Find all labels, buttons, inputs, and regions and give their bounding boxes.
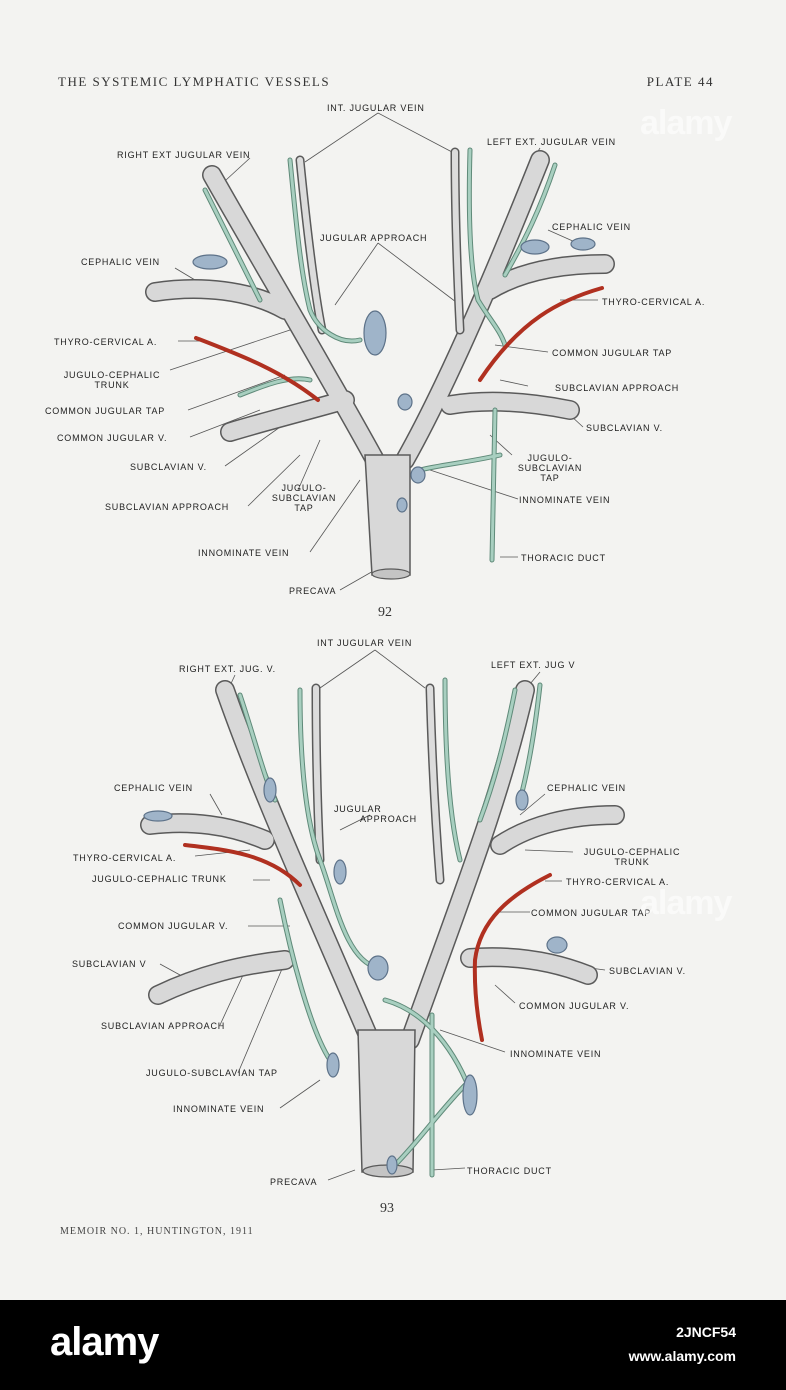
- label-jugular-approach: JUGULAR APPROACH: [320, 233, 428, 243]
- stock-logo[interactable]: alamy: [50, 1320, 159, 1364]
- label-cephalic-vein-right: CEPHALIC VEIN: [552, 222, 631, 232]
- label-jugular-approach: JUGULAR APPROACH: [334, 804, 417, 824]
- label-thoracic-duct: THORACIC DUCT: [521, 553, 606, 563]
- figure-93-drawing: [140, 649, 625, 1181]
- label-line: APPROACH: [360, 814, 417, 824]
- label-common-jugular-tap-left: COMMON JUGULAR TAP: [45, 406, 166, 416]
- label-cephalic-vein-left: CEPHALIC VEIN: [81, 257, 160, 267]
- label-thyro-cervical-right: THYRO-CERVICAL A.: [602, 297, 706, 307]
- label-subclavian-approach-left: SUBCLAVIAN APPROACH: [105, 502, 230, 512]
- label-line: JUGULO-CEPHALIC: [63, 370, 161, 380]
- label-innominate-vein-right: INNOMINATE VEIN: [519, 495, 611, 505]
- label-jugulo-subclavian-tap-left: JUGULO- SUBCLAVIAN TAP: [266, 483, 342, 513]
- label-thyro-cervical-left: THYRO-CERVICAL A.: [54, 337, 158, 347]
- label-subclavian-v-right: SUBCLAVIAN V.: [586, 423, 663, 433]
- label-innominate-vein-left: INNOMINATE VEIN: [198, 548, 290, 558]
- label-jugulo-cephalic-trunk-left: JUGULO-CEPHALIC TRUNK: [92, 874, 227, 884]
- label-thyro-cervical-left: THYRO-CERVICAL A.: [73, 853, 177, 863]
- label-cephalic-vein-left: CEPHALIC VEIN: [114, 783, 193, 793]
- label-subclavian-v-left: SUBCLAVIAN V.: [130, 462, 207, 472]
- label-jugulo-cephalic-trunk-right: JUGULO-CEPHALIC TRUNK: [576, 847, 688, 867]
- watermark: alamy: [640, 104, 732, 142]
- footer-citation: MEMOIR NO. 1, HUNTINGTON, 1911: [60, 1226, 254, 1237]
- label-line: SUBCLAVIAN: [271, 493, 337, 503]
- figure-number-93: 93: [380, 1201, 394, 1216]
- figure-number-92: 92: [378, 605, 392, 620]
- label-common-jugular-tap-right: COMMON JUGULAR TAP: [552, 348, 673, 358]
- plate-page: THE SYSTEMIC LYMPHATIC VESSELS PLATE 44: [0, 0, 786, 1300]
- label-line: TRUNK: [614, 857, 650, 867]
- label-line: SUBCLAVIAN: [517, 463, 583, 473]
- label-line: TAP: [294, 503, 314, 513]
- label-jugulo-subclavian-tap: JUGULO-SUBCLAVIAN TAP: [146, 1068, 278, 1078]
- label-common-jugular-v: COMMON JUGULAR V.: [57, 433, 168, 443]
- label-jugulo-cephalic-trunk: JUGULO-CEPHALIC TRUNK: [56, 370, 168, 390]
- label-common-jugular-v-left: COMMON JUGULAR V.: [118, 921, 229, 931]
- label-innominate-vein-left: INNOMINATE VEIN: [173, 1104, 265, 1114]
- running-title: THE SYSTEMIC LYMPHATIC VESSELS: [58, 74, 331, 89]
- label-thoracic-duct: THORACIC DUCT: [467, 1166, 552, 1176]
- label-int-jugular-vein: INT JUGULAR VEIN: [317, 638, 413, 648]
- stock-photo-bar: alamy 2JNCF54 www.alamy.com: [0, 1300, 786, 1390]
- label-line: JUGULAR: [334, 804, 382, 814]
- image-id: 2JNCF54: [676, 1324, 736, 1340]
- label-line: TAP: [540, 473, 560, 483]
- label-precava: PRECAVA: [270, 1177, 318, 1187]
- plate-number: PLATE 44: [646, 74, 714, 89]
- label-thyro-cervical-right: THYRO-CERVICAL A.: [566, 877, 670, 887]
- label-subclavian-v-left: SUBCLAVIAN V: [72, 959, 147, 969]
- label-subclavian-approach: SUBCLAVIAN APPROACH: [101, 1021, 226, 1031]
- label-line: TRUNK: [94, 380, 130, 390]
- label-left-ext-jug-v: LEFT EXT. JUG V: [491, 660, 576, 670]
- stock-url[interactable]: www.alamy.com: [628, 1348, 736, 1364]
- label-right-ext-jugular-vein: RIGHT EXT JUGULAR VEIN: [117, 150, 251, 160]
- label-int-jugular-vein: INT. JUGULAR VEIN: [327, 103, 425, 113]
- label-subclavian-v-right: SUBCLAVIAN V.: [609, 966, 686, 976]
- anatomical-illustration: [140, 112, 625, 1181]
- label-subclavian-approach-right: SUBCLAVIAN APPROACH: [555, 383, 680, 393]
- label-right-ext-jug-v: RIGHT EXT. JUG. V.: [179, 664, 276, 674]
- label-precava: PRECAVA: [289, 586, 337, 596]
- label-common-jugular-tap: COMMON JUGULAR TAP: [531, 908, 652, 918]
- label-line: JUGULO-: [527, 453, 573, 463]
- label-innominate-vein-right: INNOMINATE VEIN: [510, 1049, 602, 1059]
- label-left-ext-jugular-vein: LEFT EXT. JUGULAR VEIN: [487, 137, 616, 147]
- label-cephalic-vein-right: CEPHALIC VEIN: [547, 783, 626, 793]
- label-common-jugular-v-right: COMMON JUGULAR V.: [519, 1001, 630, 1011]
- figure-92-drawing: [145, 112, 615, 591]
- label-line: JUGULO-CEPHALIC: [583, 847, 681, 857]
- label-jugulo-subclavian-tap-right: JUGULO- SUBCLAVIAN TAP: [512, 453, 588, 483]
- watermark: alamy: [640, 884, 732, 922]
- label-line: JUGULO-: [281, 483, 327, 493]
